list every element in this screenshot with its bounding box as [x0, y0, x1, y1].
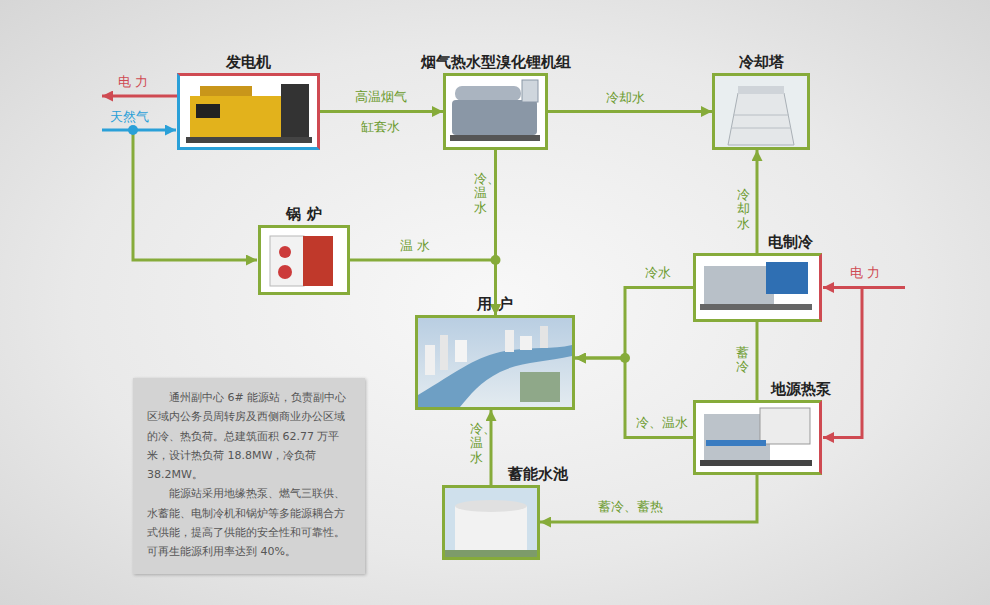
tank-body: [455, 506, 527, 557]
building: [455, 340, 467, 362]
picture-ground: [418, 318, 572, 407]
generator-box: 发电机: [177, 73, 320, 150]
picture-ground: [445, 488, 537, 557]
edge-label: 温 水: [400, 238, 430, 254]
edge-label: 冷却水: [606, 90, 645, 106]
heat-pump-box: 地源热泵: [693, 400, 822, 475]
picture-ground: [261, 228, 347, 292]
skid-base: [450, 135, 540, 141]
skid-base: [700, 460, 812, 466]
flow-connector: [575, 288, 693, 359]
flow-connector: [575, 358, 693, 438]
building: [425, 345, 435, 375]
flow-connector: [350, 260, 496, 315]
annotation-label: 天然气: [110, 109, 149, 125]
edge-label: 蓄冷、蓄热: [598, 499, 663, 515]
edge-label: 高温烟气 缸套水: [351, 82, 411, 142]
junction-dot: [620, 353, 630, 363]
edge-label: 冷水: [645, 265, 671, 281]
picture-ground: [696, 403, 819, 472]
pipe: [706, 440, 766, 446]
picture-ground: [446, 76, 545, 147]
electric-chiller-box: 电制冷: [693, 253, 822, 322]
node-title: 电制冷: [768, 233, 813, 251]
gas-arrow: [102, 129, 176, 132]
node-title: 蓄能水池: [508, 465, 568, 483]
note-panel: 通州副中心 6# 能源站，负责副中心区域内公务员周转房及西侧商业办公区域的冷、热…: [133, 378, 365, 574]
flow-connector: [540, 475, 757, 522]
flow-connector: [320, 110, 443, 113]
burner: [278, 265, 292, 279]
building: [440, 335, 448, 370]
edge-label: 冷、温水: [636, 415, 688, 431]
edge-label: 蓄冷: [736, 346, 749, 375]
node-title: 冷却塔: [739, 53, 784, 71]
junction-dot: [491, 255, 501, 265]
boiler-box: 锅 炉: [258, 225, 350, 295]
note-text: 能源站采用地缘热泵、燃气三联供、水蓄能、电制冷机和锅炉等多能源耦合方式供能，提高…: [147, 484, 351, 561]
node-title: 用 户: [477, 295, 512, 313]
engine-badge: [196, 104, 220, 118]
tower-rib: [731, 115, 791, 128]
flow-connector: [756, 150, 759, 253]
boiler-side: [303, 236, 333, 286]
building: [505, 330, 514, 352]
skid-base: [700, 304, 812, 310]
power-arrow: [823, 288, 862, 438]
chiller-body: [704, 266, 774, 304]
edge-label: 冷、温水: [474, 172, 487, 215]
edge-label: 冷却水: [737, 188, 750, 231]
control-cabinet: [760, 408, 810, 444]
absorption-chiller-box: 烟气热水型溴化锂机组: [443, 73, 548, 150]
picture-ground: [715, 76, 807, 147]
junction-dot: [128, 125, 138, 135]
burner: [279, 246, 291, 258]
radiator: [281, 84, 309, 137]
note-text: 通州副中心 6# 能源站，负责副中心区域内公务员周转房及西侧商业办公区域的冷、热…: [147, 388, 351, 484]
edge-label: 冷、温水: [470, 422, 483, 465]
chiller-body: [452, 100, 537, 135]
drum: [455, 86, 521, 101]
control-cabinet: [766, 262, 808, 294]
engine-body: [190, 96, 282, 137]
boiler-front: [270, 236, 304, 286]
tower-top: [738, 86, 784, 94]
building: [520, 336, 532, 350]
skid-base: [186, 137, 312, 143]
ground: [445, 550, 537, 557]
node-title: 地源热泵: [771, 380, 831, 398]
storage-tank-box: 蓄能水池: [442, 485, 540, 560]
annotation-label: 电 力: [118, 74, 148, 90]
annotation-label: 电 力: [850, 265, 880, 281]
flow-connector: [756, 322, 759, 400]
node-title: 发电机: [226, 53, 271, 71]
power-arrow: [102, 95, 177, 98]
tank-roof: [455, 500, 527, 512]
control-panel: [522, 80, 538, 102]
picture-ground: [180, 76, 317, 147]
user-box: 用 户: [415, 315, 575, 410]
building: [540, 326, 548, 348]
flow-connector: [548, 110, 712, 113]
power-arrow: [823, 286, 905, 289]
flow-connector: [490, 410, 493, 485]
green-land: [520, 372, 560, 402]
node-title: 锅 炉: [286, 205, 321, 223]
engine-top: [200, 86, 252, 97]
cooling-tower-box: 冷却塔: [712, 73, 810, 150]
picture-ground: [696, 256, 819, 319]
tower-body: [728, 93, 794, 145]
node-title: 烟气热水型溴化锂机组: [421, 53, 571, 71]
